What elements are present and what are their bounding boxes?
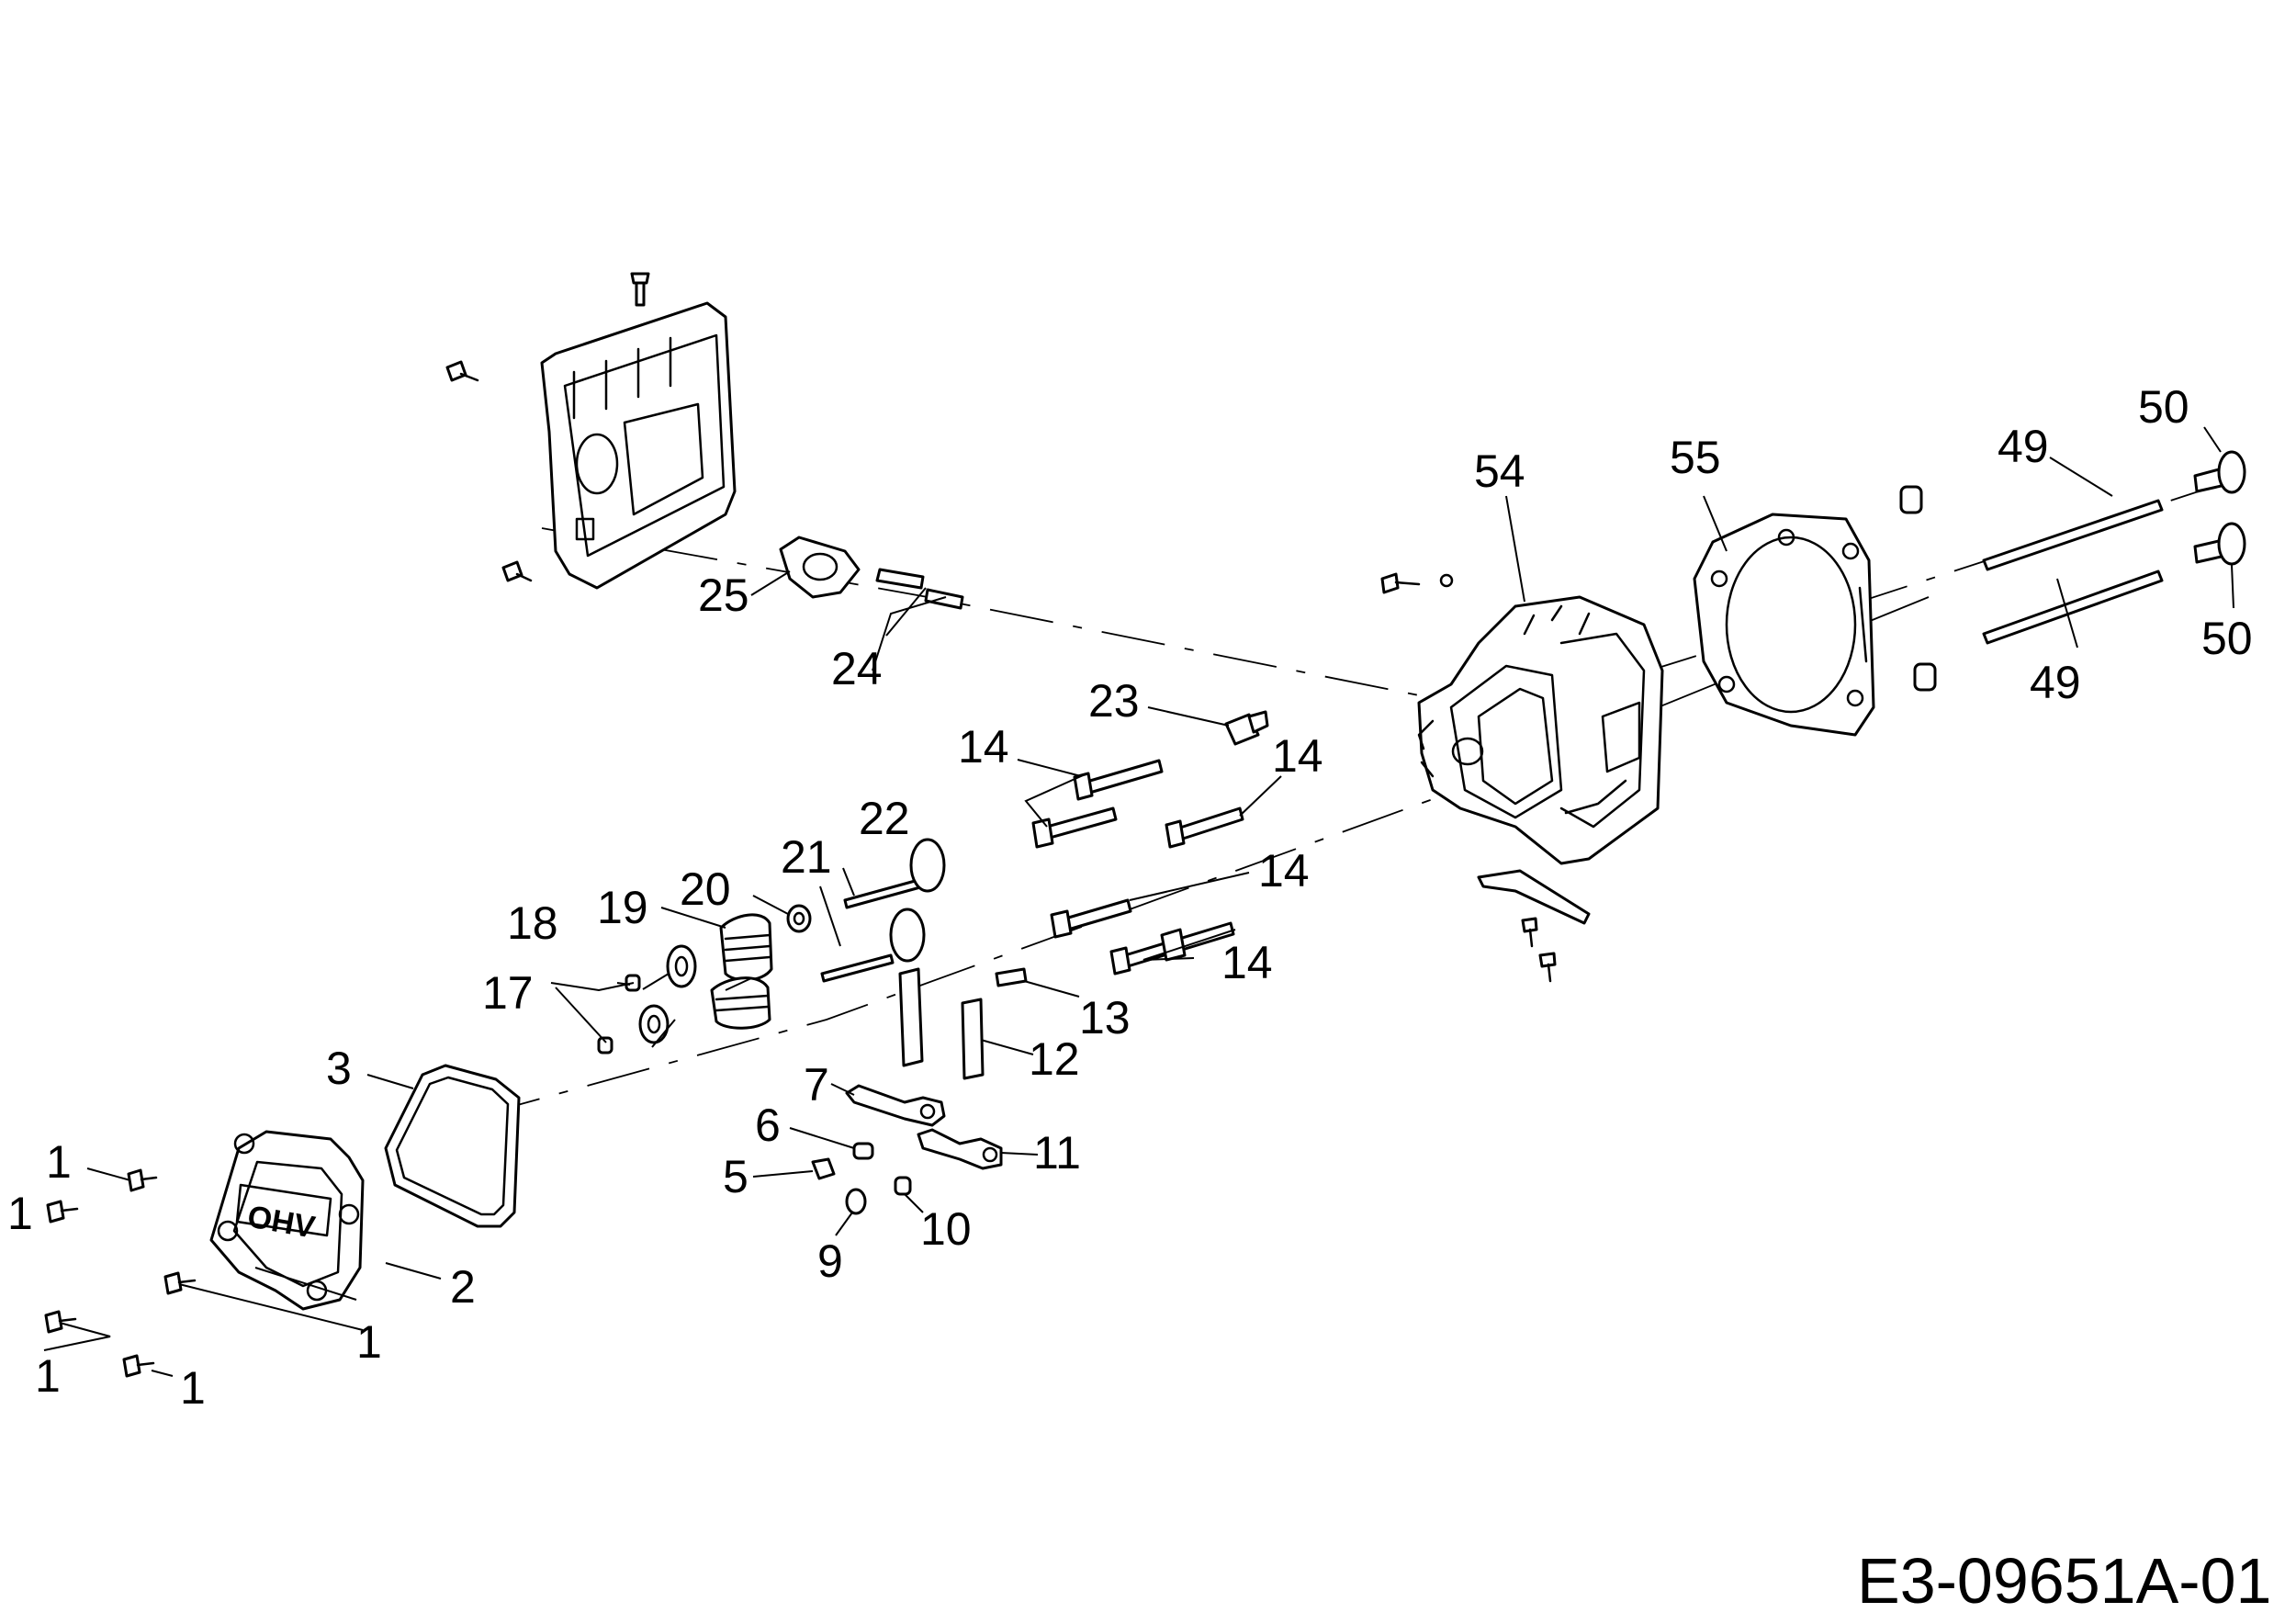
rocker-arm-intake <box>845 1084 946 1127</box>
exhaust-gasket <box>779 536 861 599</box>
callout-13: 13 <box>1079 992 1131 1043</box>
valve-stem-seal <box>786 904 812 933</box>
pivot-ball-lower <box>894 1176 912 1196</box>
callout-1c: 1 <box>356 1316 382 1368</box>
callout-14a: 14 <box>958 721 1009 773</box>
leader-lines <box>43 426 2234 1377</box>
callout-1a: 1 <box>46 1136 72 1188</box>
deflector-bracket <box>1477 869 1591 983</box>
callout-10: 10 <box>920 1203 972 1255</box>
spring-retainers <box>638 944 697 1044</box>
heat-shield <box>540 301 737 590</box>
pivot-ball <box>852 1142 874 1160</box>
valve-keepers <box>597 974 641 1054</box>
callout-17: 17 <box>482 967 534 1019</box>
lock-nut <box>811 1157 836 1180</box>
callout-2: 2 <box>450 1261 476 1313</box>
callout-14c: 14 <box>1258 845 1310 897</box>
callout-1d: 1 <box>35 1350 61 1402</box>
cover-screws <box>44 1168 197 1378</box>
dowel-pins <box>1899 485 1937 692</box>
valve-cover-gasket <box>384 1064 521 1228</box>
valve-cover: OHV <box>209 1130 365 1311</box>
callout-22: 22 <box>859 793 910 844</box>
head-gasket <box>1693 513 1875 737</box>
callout-54: 54 <box>1474 445 1525 497</box>
rocker-arm-exhaust <box>917 1128 1003 1170</box>
valves <box>820 838 946 983</box>
push-rod-guides <box>898 967 985 1080</box>
callout-23: 23 <box>1088 675 1140 727</box>
callout-21: 21 <box>781 831 832 883</box>
spark-plug <box>1224 710 1269 746</box>
head-bolts <box>1031 759 1244 976</box>
callout-9: 9 <box>817 1235 843 1287</box>
valve-springs <box>710 913 773 1030</box>
callout-6: 6 <box>755 1100 781 1151</box>
callout-5: 5 <box>723 1151 748 1202</box>
cylinder-head <box>1417 595 1664 865</box>
callout-1e: 1 <box>180 1362 206 1414</box>
push-rods <box>1982 499 2164 645</box>
callout-24: 24 <box>831 643 883 694</box>
callout-50b: 50 <box>2201 613 2253 664</box>
callout-55: 55 <box>1670 432 1721 483</box>
heat-shield-screw-left <box>445 360 479 382</box>
cylinder-head-bolt-small <box>1380 572 1454 594</box>
stud-bolts <box>875 568 964 610</box>
callout-25: 25 <box>698 570 749 621</box>
callout-49b: 49 <box>2030 657 2081 708</box>
callout-11: 11 <box>1033 1127 1081 1179</box>
tappets <box>2193 450 2246 566</box>
callout-49a: 49 <box>1998 421 2049 472</box>
diagram-reference-code: E3-09651A-01 <box>1857 1545 2271 1617</box>
callout-14d: 14 <box>1221 937 1273 988</box>
callout-1b: 1 <box>7 1188 33 1239</box>
callout-labels: 1 1 1 1 1 2 3 5 6 7 9 10 11 12 13 14 14 … <box>7 381 2253 1414</box>
callout-20: 20 <box>680 863 731 915</box>
callout-12: 12 <box>1029 1033 1080 1085</box>
callout-14b: 14 <box>1272 730 1323 782</box>
callout-7: 7 <box>804 1059 829 1111</box>
callout-18: 18 <box>507 897 558 949</box>
heat-shield-screw-top <box>630 272 650 307</box>
lock-nut-lower <box>845 1188 867 1215</box>
callout-19: 19 <box>597 882 648 933</box>
callout-3: 3 <box>326 1043 352 1094</box>
callout-50a: 50 <box>2138 381 2189 433</box>
heat-shield-screw-bottom <box>501 560 533 582</box>
rocker-pin <box>995 967 1028 987</box>
